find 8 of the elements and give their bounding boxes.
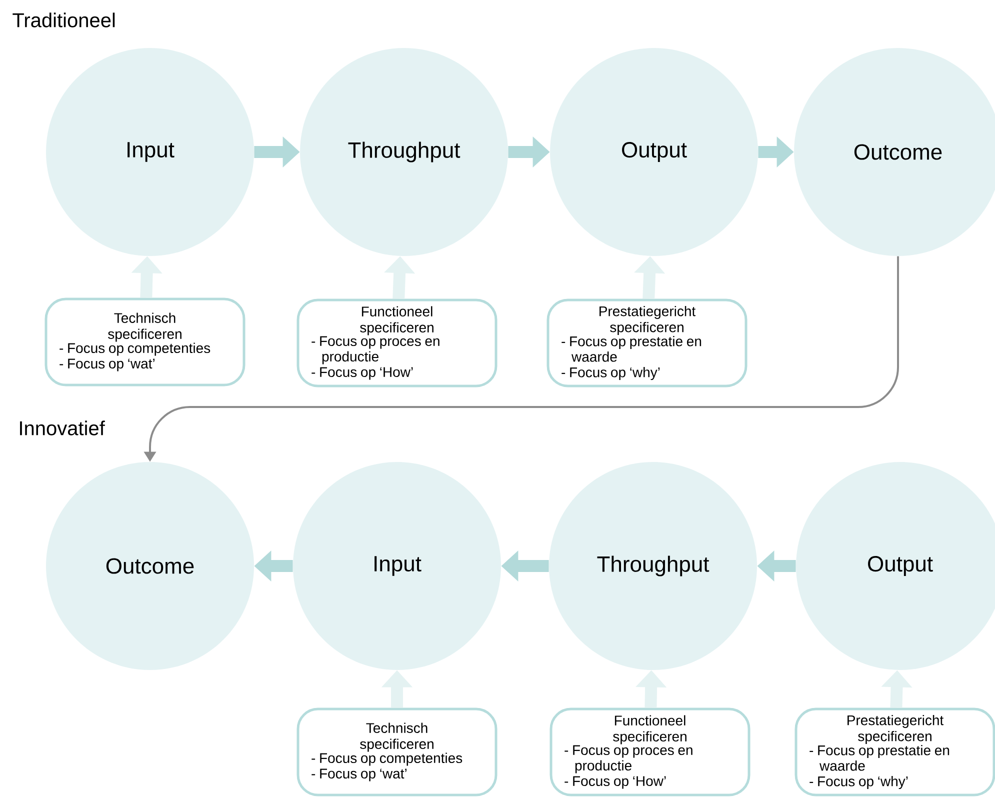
spec-box: Technisch specificeren - Focus op competenties - Focus op ‘wat’ xyxy=(44,298,246,386)
spec-box: Prestatiegericht specificeren - Focus op prestatie en waarde - Focus op ‘why’ xyxy=(546,298,748,388)
spec-box: Technisch specificeren - Focus op competenties - Focus op ‘wat’ xyxy=(296,708,498,796)
spec-box: Functioneel specificeren - Focus op proces en productie - Focus op ‘How’ xyxy=(296,298,498,388)
section-heading: Traditioneel xyxy=(12,12,115,28)
spec-box: Prestatiegericht specificeren - Focus op prestatie en waarde - Focus op ‘why’ xyxy=(794,708,995,796)
section-heading: Innovatief xyxy=(20,420,105,436)
spec-box: Functioneel specificeren - Focus op proces en productie - Focus op ‘How’ xyxy=(550,708,750,796)
